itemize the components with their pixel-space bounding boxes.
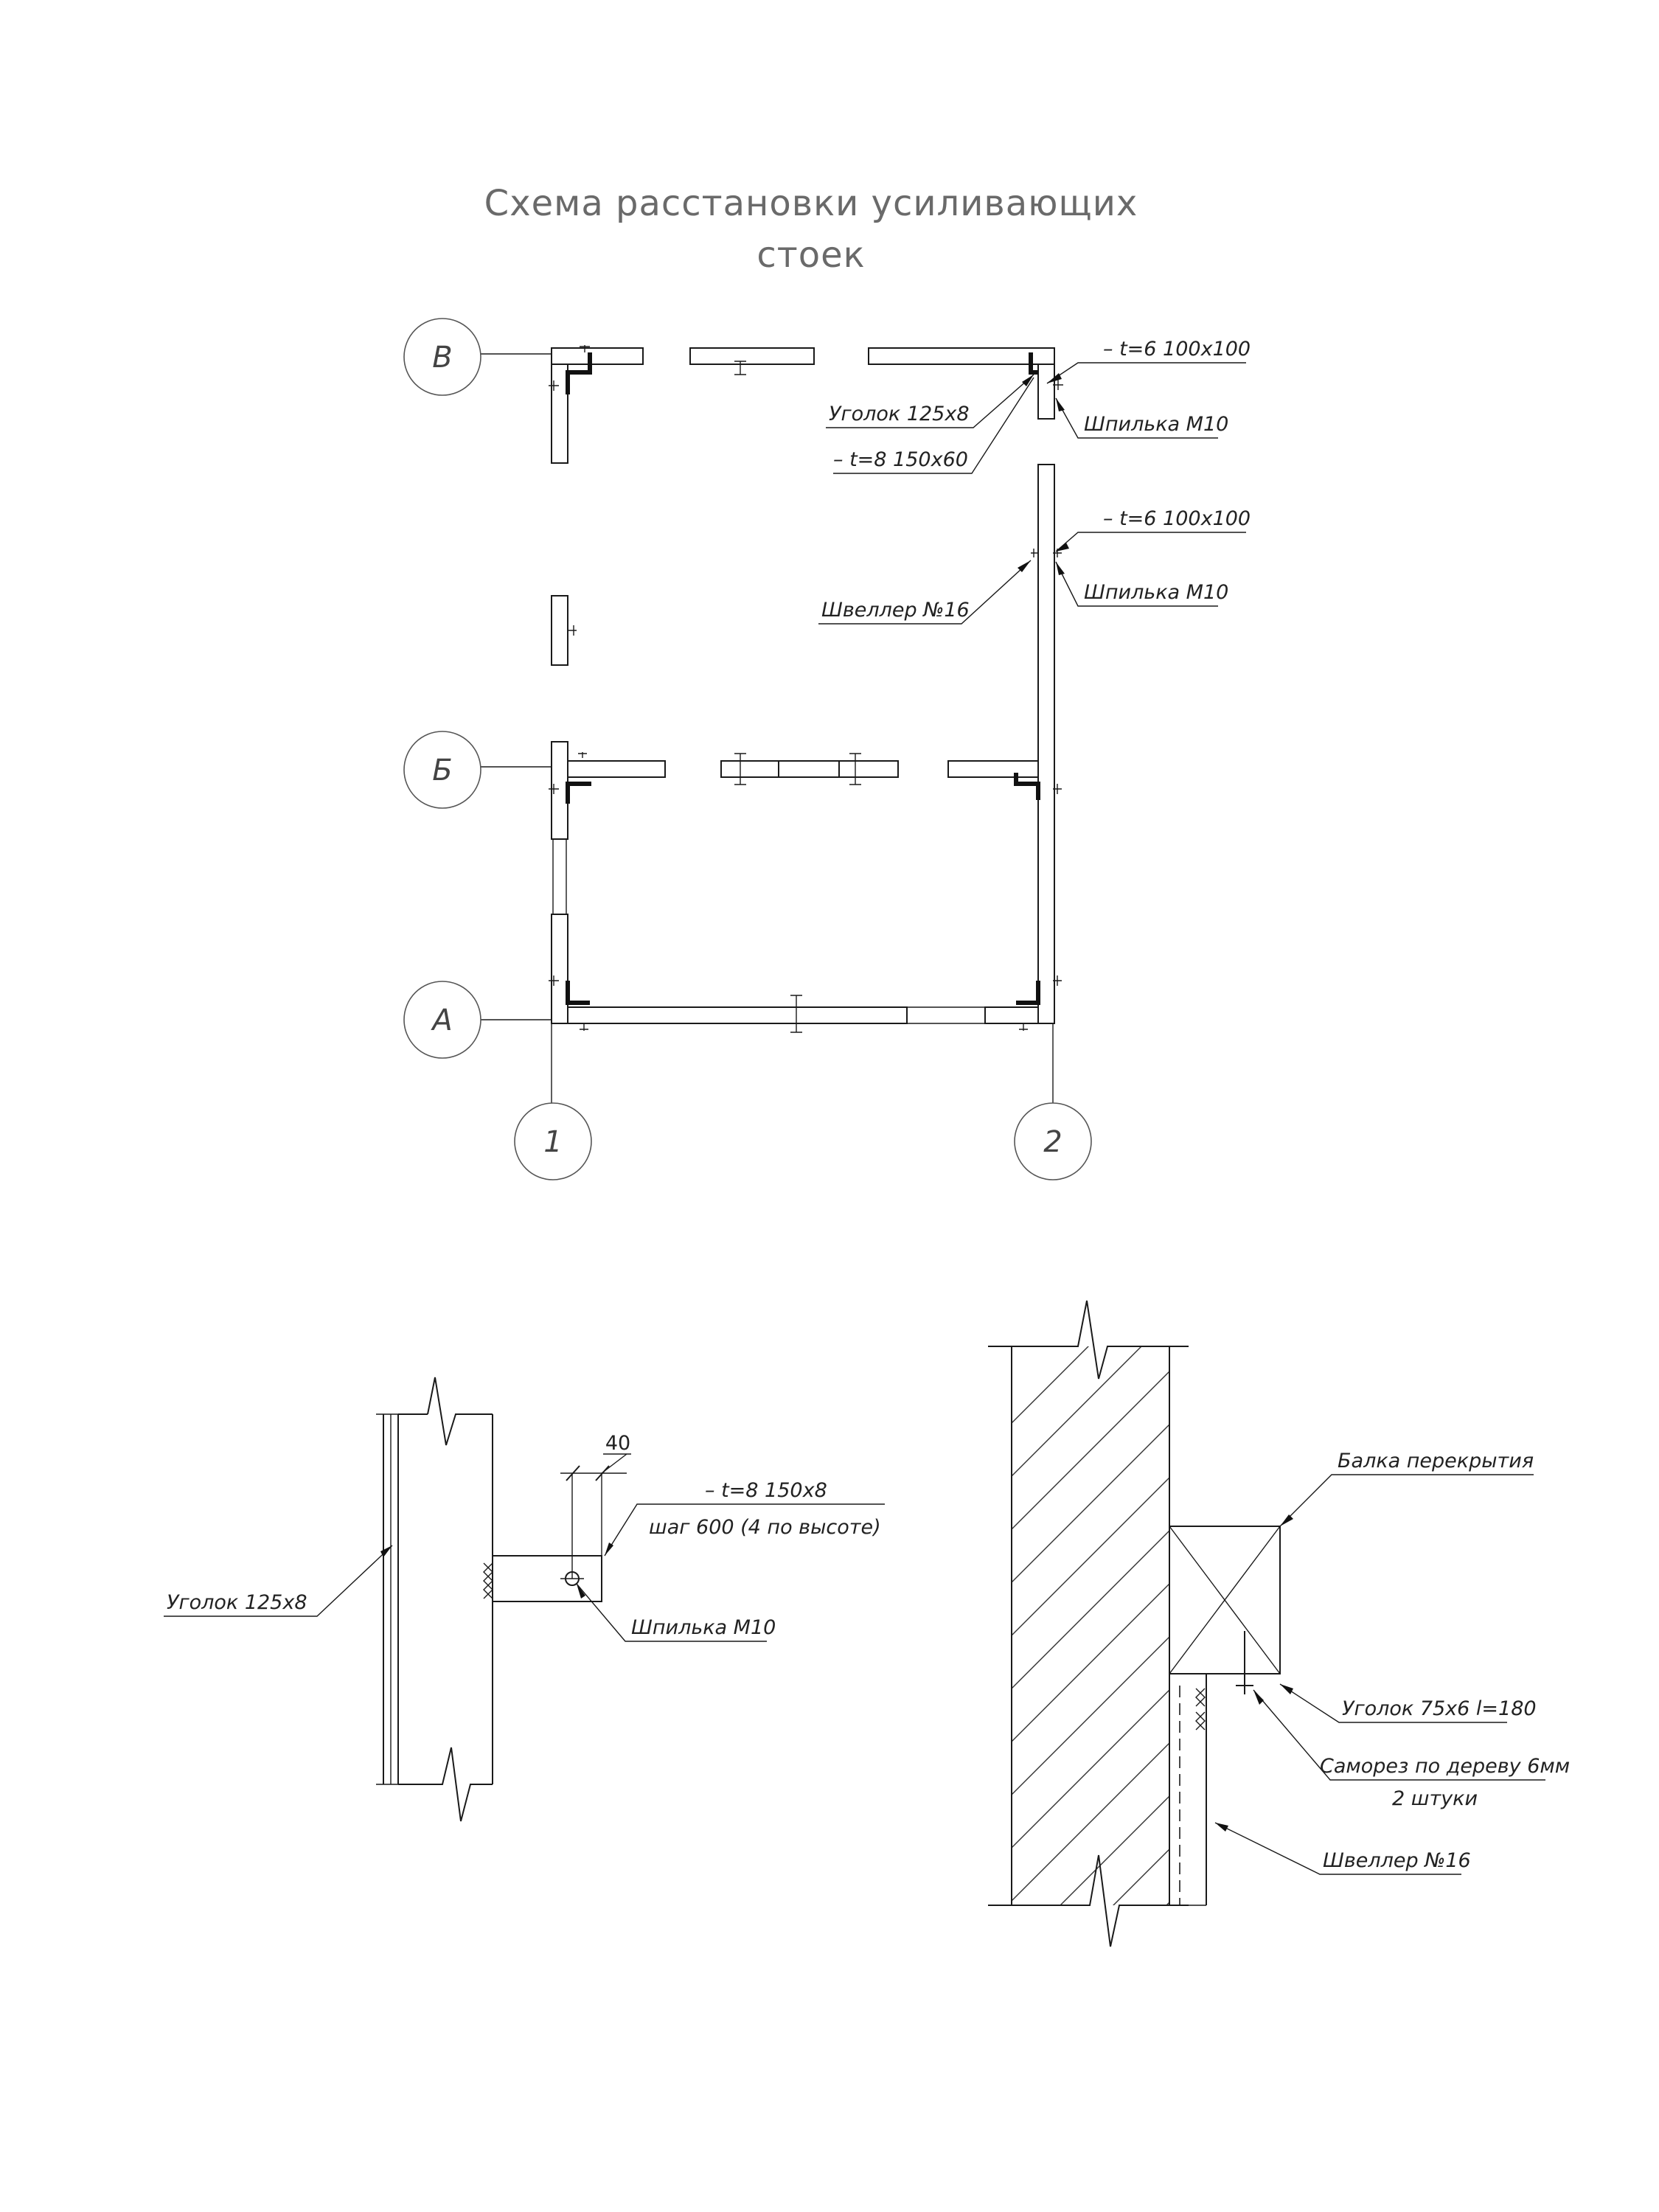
wall-column-piece [551,595,568,666]
axis-bubble-b: Б [403,731,481,809]
label-plate-150: – t=8 150х60 [833,448,968,471]
title-line-1: Схема расстановки усиливающих [484,183,1138,224]
detail2-label-beam: Балка перекрытия [1338,1450,1534,1472]
angle-v2 [1029,352,1038,375]
plan-view: В Б А 1 2 [403,318,1251,1180]
axis-label-b: Б [432,754,452,787]
detail-2: Балка перекрытия Уголок 75х6 l=180 Самор… [988,1300,1570,1947]
label-bolt-top: Шпилька М10 [1084,413,1228,436]
axis-label-2: 2 [1043,1125,1062,1159]
wall-row-v [551,347,1055,464]
label-angle: Уголок 125х8 [829,403,970,425]
wall-row-b [551,741,1039,840]
axis-bubble-2: 2 [1014,1102,1092,1180]
axis-label-v: В [432,341,452,375]
detail2-label-screw-1: Саморез по дереву 6мм [1320,1755,1570,1778]
wall-axis-1-lower [551,914,568,1024]
axis-label-a: А [430,1004,452,1037]
label-bolt-mid: Шпилька М10 [1084,581,1228,604]
plan-leaders: – t=6 100х100 Уголок 125х8 Шпилька М10 –… [818,338,1251,625]
axis-label-1: 1 [543,1125,562,1159]
detail1-label-bolt: Шпилька М10 [631,1616,776,1639]
detail2-label-channel: Швеллер №16 [1323,1849,1471,1872]
detail2-wall-hatch [1012,1346,1169,1905]
detail2-label-screw-2: 2 штуки [1392,1787,1478,1810]
angle-b2 [1014,773,1040,800]
angle-v1 [566,352,592,394]
detail1-label-spacing: шаг 600 (4 по высоте) [649,1516,881,1539]
drawing-title: Схема расстановки усиливающих стоек [484,183,1138,276]
detail1-label-plate: – t=8 150х8 [705,1479,827,1502]
wall-row-a [567,1006,1039,1024]
title-line-2: стоек [757,234,865,276]
angle-b1 [566,782,591,804]
bolt-markers [549,345,1063,1033]
detail1-dimension: 40 [605,1432,630,1455]
axis-bubble-v: В [403,318,481,396]
wall-axis-2 [1037,464,1055,1024]
angle-a1 [566,981,590,1005]
detail2-label-angle: Уголок 75х6 l=180 [1342,1697,1537,1720]
axis-bubble-1: 1 [514,1102,592,1180]
label-plate-mid: – t=6 100х100 [1103,507,1251,530]
detail1-label-angle: Уголок 125х8 [167,1591,307,1614]
axis-bubble-a: А [403,981,481,1059]
detail-1: 40 – t=8 150х8 шаг 600 (4 по высоте) Уго… [164,1377,885,1822]
label-plate-top: – t=6 100х100 [1103,338,1251,361]
angle-a2 [1016,981,1040,1005]
label-channel: Швеллер №16 [821,599,970,622]
